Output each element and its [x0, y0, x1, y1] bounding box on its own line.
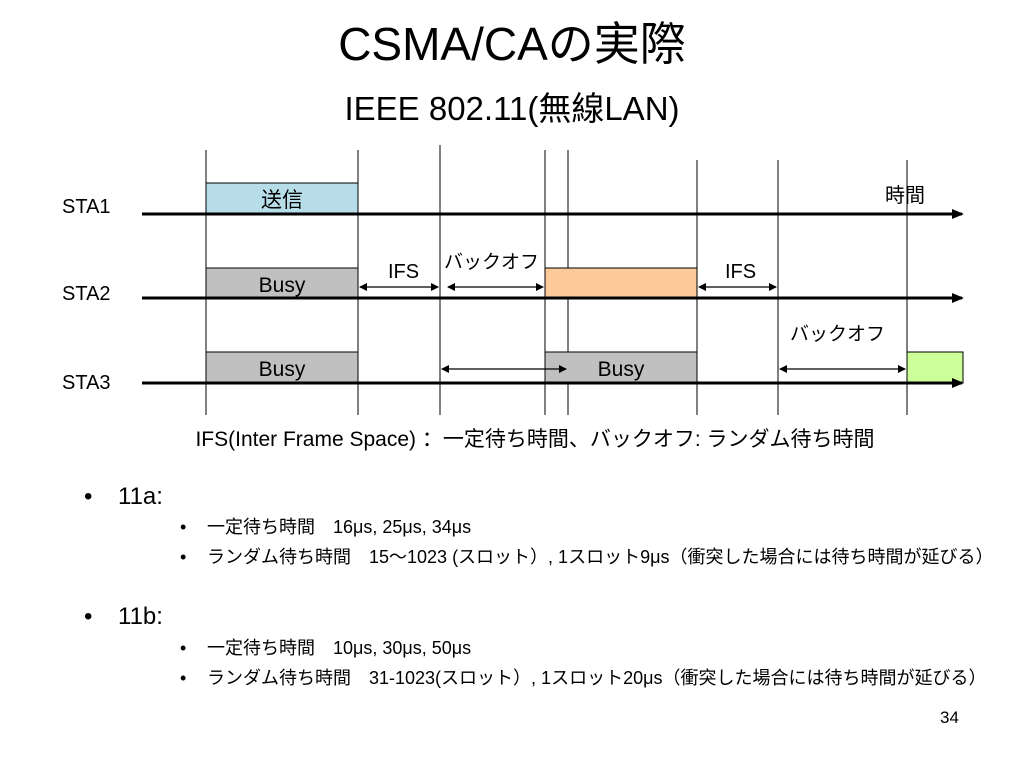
slide-title: CSMA/CAの実際 — [338, 18, 686, 70]
sub-bullet-text: ランダム待ち時間 15～1023 (スロット）, 1スロット9μs（衝突した場合… — [207, 547, 994, 567]
diagram-caption: IFS(Inter Frame Space) ：一定待ち時間、バックオフ: ラン… — [195, 428, 875, 451]
sub-bullet-text: 一定待ち時間 10μs, 30μs, 50μs — [207, 638, 472, 658]
bullet-dot: • — [180, 638, 187, 658]
backoff-label: バックオフ — [444, 251, 539, 273]
sta3-busy-block — [205, 351, 359, 384]
sub-bullet-text: ランダム待ち時間 31-1023(スロット）, 1スロット20μs（衝突した場合… — [207, 668, 987, 688]
page-number: 34 — [940, 708, 959, 727]
sta1-send-block — [205, 182, 359, 215]
bullet-label: 11b: — [118, 603, 163, 630]
bullet-dot: • — [84, 483, 93, 510]
csma-ca-timing-diagram: STA1 STA2 STA3 送信 Busy Busy Busy 時間 IFS … — [62, 145, 964, 415]
sta2-transmit-block — [544, 267, 698, 300]
sta2-busy-block — [205, 267, 359, 300]
bullet-label: 11a: — [118, 483, 163, 510]
bullet-dot: • — [180, 668, 187, 688]
time-axis-label: 時間 — [885, 184, 925, 207]
bullet-dot: • — [180, 517, 187, 537]
station-label: STA3 — [62, 372, 111, 394]
station-label: STA2 — [62, 283, 111, 305]
bullet-dot: • — [180, 547, 187, 567]
sub-bullet-text: 一定待ち時間 16μs, 25μs, 34μs — [207, 517, 472, 537]
bullet-dot: • — [84, 603, 93, 630]
backoff-label: バックオフ — [790, 323, 885, 345]
busy-label: Busy — [259, 274, 306, 297]
ifs-label: IFS — [388, 261, 419, 283]
ifs-label: IFS — [725, 261, 756, 283]
send-label: 送信 — [261, 189, 303, 212]
station-label: STA1 — [62, 196, 111, 218]
slide-subtitle: IEEE 802.11(無線LAN) — [344, 90, 680, 127]
busy-label: Busy — [259, 358, 306, 381]
busy-label: Busy — [598, 358, 645, 381]
sta3-transmit-block — [906, 351, 964, 384]
